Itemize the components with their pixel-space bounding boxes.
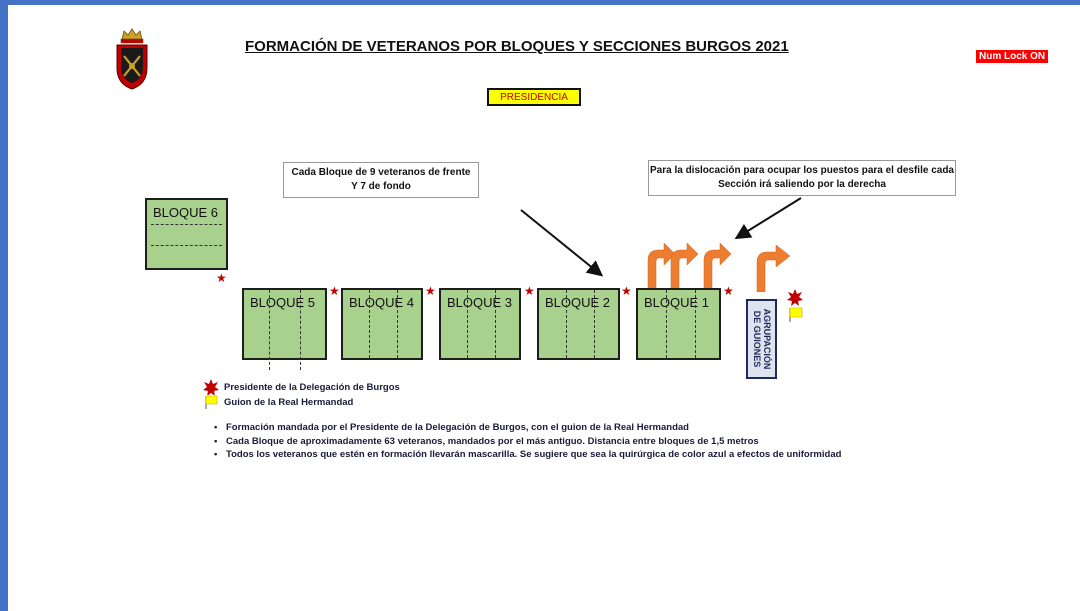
section-divider [566, 290, 567, 358]
guiones-label: AGRUPACIÓN DE GUIONES [752, 309, 772, 370]
block-6-label: BLOQUE 6 [153, 205, 219, 220]
pointer-arrow-blocks [520, 209, 604, 277]
yellow-flag-icon [205, 395, 218, 409]
block-2-label: BLOQUE 2 [545, 295, 611, 310]
section-divider [397, 290, 398, 358]
block-5-label: BLOQUE 5 [250, 295, 316, 310]
callout-blocks-line-2: Y 7 de fondo [351, 181, 411, 192]
block-6: BLOQUE 6 [145, 198, 228, 270]
section-divider [594, 290, 595, 358]
legend-president: Presidente de la Delegación de Burgos [224, 382, 400, 393]
section-divider [151, 245, 222, 246]
list-item: Cada Bloque de aproximadamente 63 vetera… [214, 435, 841, 449]
callout-dislocation: Para la dislocación para ocupar los pues… [648, 160, 956, 196]
red-star-icon [203, 379, 219, 395]
block-3-label: BLOQUE 3 [447, 295, 513, 310]
block-1-label: BLOQUE 1 [644, 295, 710, 310]
section-divider [269, 290, 270, 370]
block-3: BLOQUE 3 [439, 288, 521, 360]
page-title: FORMACIÓN DE VETERANOS POR BLOQUES Y SEC… [245, 38, 789, 55]
pointer-arrow-dislocation [734, 197, 802, 240]
block-5: BLOQUE 5 [242, 288, 327, 370]
orange-curved-arrow-icon [703, 242, 732, 291]
orange-curved-arrow-icon [756, 244, 791, 292]
callout-blocks: Cada Bloque de 9 veteranos de frente Y 7… [283, 162, 479, 198]
red-star-icon: ★ [723, 284, 734, 298]
section-divider [369, 290, 370, 358]
list-item: Todos los veteranos que estén en formaci… [214, 448, 841, 462]
guiones-line-1: AGRUPACIÓN [761, 308, 772, 370]
block-4-label: BLOQUE 4 [349, 295, 415, 310]
block-1: BLOQUE 1 [636, 288, 721, 360]
red-star-icon: ★ [621, 284, 632, 298]
section-divider [495, 290, 496, 358]
orange-curved-arrow-icon [647, 242, 676, 291]
president-with-guion [787, 289, 803, 322]
orange-curved-arrow-icon [670, 242, 699, 291]
section-divider [151, 224, 222, 225]
yellow-flag-icon [789, 307, 803, 322]
section-divider [467, 290, 468, 358]
notes-list: Formación mandada por el Presidente de l… [214, 421, 841, 462]
coat-of-arms-icon [116, 28, 148, 90]
callout-dislocation-line-2: Sección irá saliendo por la derecha [718, 179, 886, 190]
exit-arrows [647, 242, 791, 292]
callout-blocks-line-1: Cada Bloque de 9 veteranos de frente [291, 167, 471, 178]
list-item: Formación mandada por el Presidente de l… [214, 421, 841, 435]
section-divider [666, 290, 667, 358]
guiones-group: AGRUPACIÓN DE GUIONES [746, 299, 777, 379]
presidencia-box: PRESIDENCIA [487, 88, 581, 106]
legend-guion: Guion de la Real Hermandad [224, 397, 354, 408]
red-star-icon: ★ [329, 284, 340, 298]
guiones-line-2: DE GUIONES [751, 310, 762, 368]
block-4: BLOQUE 4 [341, 288, 423, 360]
section-divider [300, 290, 301, 370]
red-star-icon [787, 289, 803, 306]
block-2: BLOQUE 2 [537, 288, 620, 360]
callout-dislocation-line-1: Para la dislocación para ocupar los pues… [649, 165, 954, 176]
status-badge: Num Lock ON [976, 50, 1049, 63]
red-star-icon: ★ [216, 271, 227, 285]
red-star-icon: ★ [425, 284, 436, 298]
section-divider [695, 290, 696, 358]
red-star-icon: ★ [524, 284, 535, 298]
